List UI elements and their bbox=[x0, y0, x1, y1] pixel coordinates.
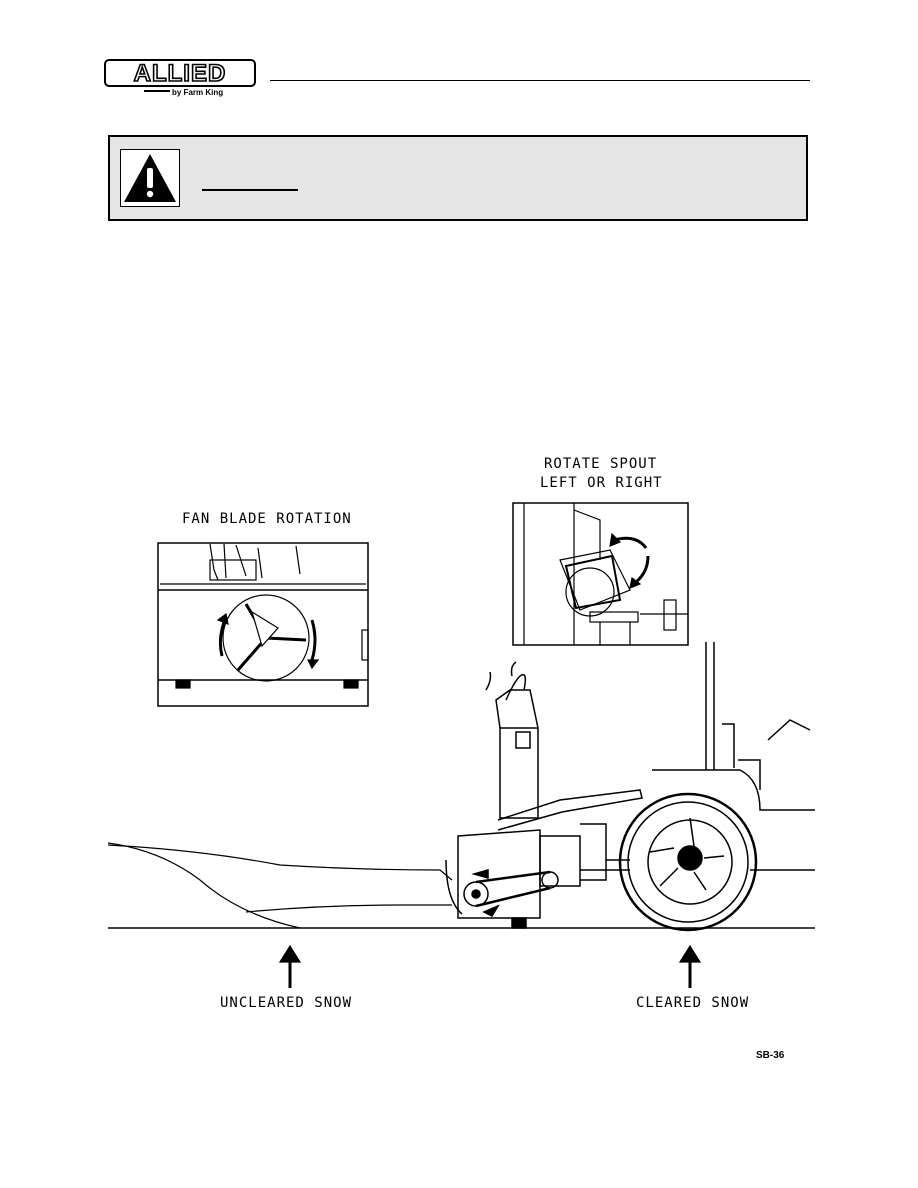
svg-text:by Farm King: by Farm King bbox=[172, 88, 223, 97]
svg-text:ALLIED: ALLIED bbox=[134, 60, 227, 87]
warning-triangle-icon bbox=[124, 154, 176, 202]
warning-box bbox=[108, 135, 808, 221]
warning-icon-frame bbox=[120, 149, 180, 207]
fan-blade-inset bbox=[157, 542, 369, 707]
figure-id: SB-36 bbox=[756, 1050, 785, 1061]
fan-rotation-caption: FAN BLADE ROTATION bbox=[182, 511, 352, 527]
allied-logo: ALLIED by Farm King bbox=[104, 59, 256, 97]
tractor bbox=[618, 642, 815, 932]
spout-caption-line1: ROTATE SPOUT bbox=[544, 456, 658, 472]
uncleared-snow-label: UNCLEARED SNOW bbox=[220, 995, 353, 1011]
snowblower-body bbox=[445, 661, 643, 929]
cleared-snow-label: CLEARED SNOW bbox=[636, 995, 750, 1011]
header-rule bbox=[270, 80, 810, 81]
warning-heading bbox=[202, 167, 298, 191]
snow-arrows bbox=[278, 944, 702, 988]
spout-inset bbox=[512, 502, 689, 646]
spout-caption-line2: LEFT OR RIGHT bbox=[540, 475, 663, 491]
